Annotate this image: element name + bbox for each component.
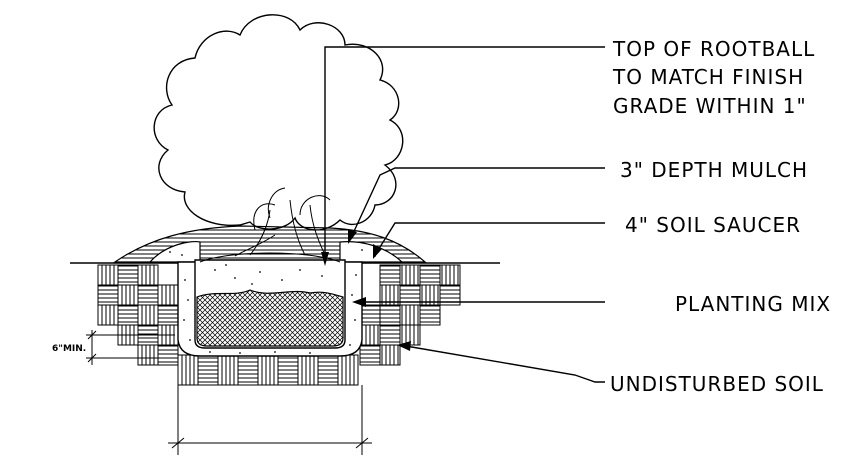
label-planting-mix: PLANTING MIX (675, 292, 831, 316)
planting-mix (196, 289, 344, 347)
undisturbed-soil-bottom (177, 354, 359, 386)
label-undisturbed-soil: UNDISTURBED SOIL (610, 372, 824, 396)
pit-width-dimension (168, 385, 372, 455)
min-depth-label: 6"MIN. (52, 344, 86, 354)
label-rootball-line1: TOP OF ROOTBALL (612, 37, 815, 61)
undisturbed-soil-right (359, 264, 461, 366)
undisturbed-soil-left (97, 264, 179, 366)
rootball-top-curve (199, 252, 341, 263)
label-rootball-line3: GRADE WITHIN 1" (613, 94, 807, 118)
leader-lines (324, 46, 605, 383)
leader-arrowheads (321, 229, 411, 351)
min-depth-dimension: 6"MIN. (52, 330, 175, 365)
soil-speckles (169, 249, 376, 354)
label-mulch: 3" DEPTH MULCH (620, 158, 808, 182)
label-soil-saucer: 4" SOIL SAUCER (625, 213, 801, 237)
label-rootball-line2: TO MATCH FINISH (612, 65, 804, 89)
